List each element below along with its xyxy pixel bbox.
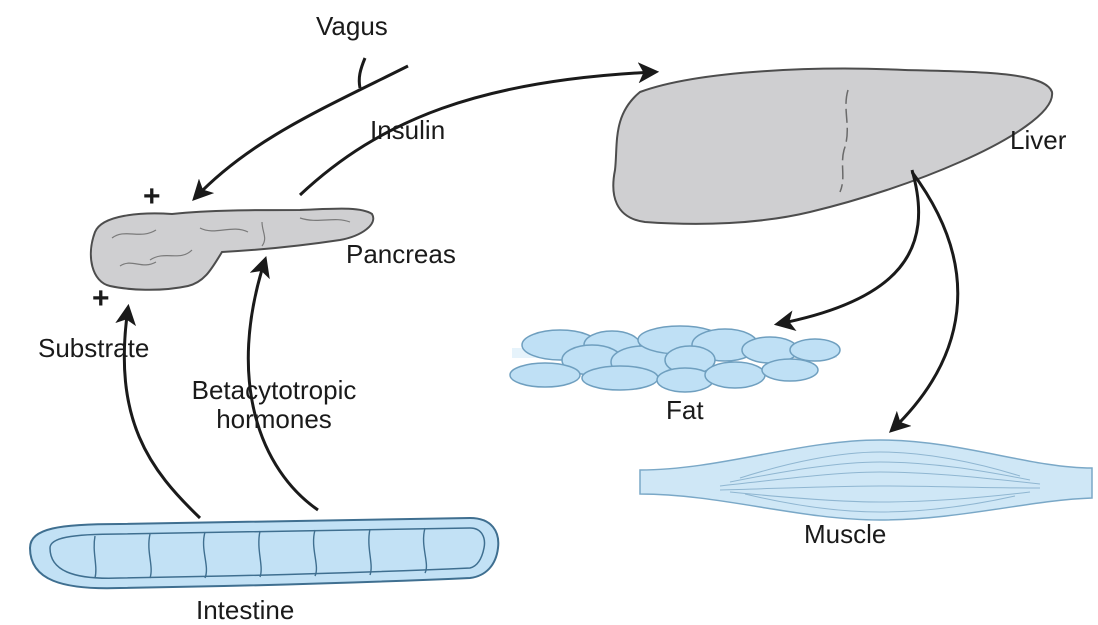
- muscle-label: Muscle: [804, 520, 886, 549]
- vagus-label: Vagus: [316, 12, 388, 41]
- liver-to-muscle-arrow: [892, 172, 958, 430]
- substrate-label: Substrate: [38, 334, 149, 363]
- liver-organ: [613, 69, 1052, 224]
- plus-sign-vagus: +: [143, 180, 161, 213]
- intestine-label: Intestine: [196, 596, 294, 625]
- intestine-organ: [30, 518, 498, 588]
- insulin-label: Insulin: [370, 116, 445, 145]
- vagus-branch: [359, 58, 365, 88]
- fat-tissue: [510, 326, 840, 392]
- betacytotropic-label-line1: Betacytotropic: [146, 376, 402, 405]
- pancreas-label: Pancreas: [346, 240, 456, 269]
- muscle-tissue: [640, 440, 1092, 520]
- betacytotropic-label-line2: hormones: [146, 405, 402, 434]
- liver-label: Liver: [1010, 126, 1066, 155]
- plus-sign-substrate: +: [92, 282, 110, 315]
- pancreas-organ: [91, 209, 373, 290]
- fat-label: Fat: [666, 396, 704, 425]
- betacytotropic-hormones-label: Betacytotropic hormones: [146, 376, 402, 433]
- insulin-arrow: [300, 72, 655, 195]
